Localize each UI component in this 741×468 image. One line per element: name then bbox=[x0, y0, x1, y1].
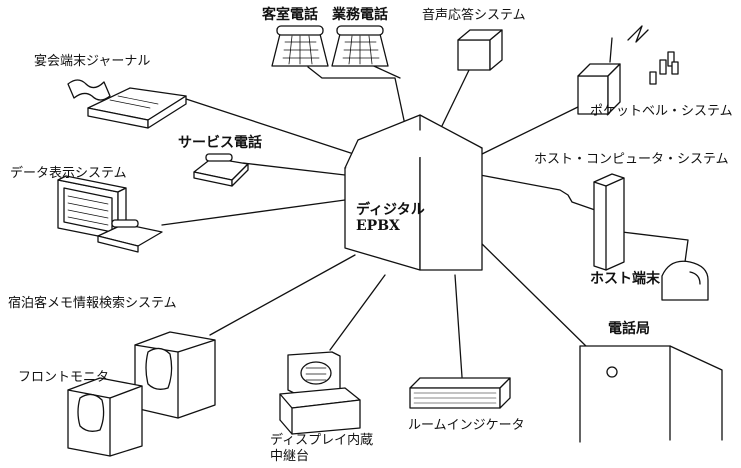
display-relay-label-2: 中継台 bbox=[270, 449, 310, 464]
data-display-icon bbox=[57, 175, 163, 253]
epbx-title-line2: EPBX bbox=[356, 218, 400, 234]
display-relay-label-1: ディスプレイ内蔵 bbox=[270, 433, 374, 448]
banquet-journal-icon bbox=[67, 79, 187, 129]
line-to-service-phone bbox=[242, 162, 346, 176]
voice-response-label: 音声応答システム bbox=[422, 8, 526, 23]
line-to-memo-search bbox=[209, 254, 356, 336]
display-relay-console-icon bbox=[279, 351, 361, 435]
room-indicator-label: ルームインジケータ bbox=[408, 418, 525, 433]
connection-lines bbox=[161, 61, 689, 378]
host-terminal-label: ホスト端末 bbox=[590, 271, 660, 287]
epbx-title: ディジタル EPBX bbox=[356, 202, 425, 234]
business-phone-icon bbox=[331, 25, 389, 67]
epbx-title-line1: ディジタル bbox=[356, 202, 425, 218]
host-terminal-icon bbox=[661, 260, 709, 301]
host-computer-icon bbox=[593, 173, 625, 271]
front-monitor-icon bbox=[67, 377, 143, 457]
phone-office-label: 電話局 bbox=[608, 321, 650, 337]
line-to-phone-office bbox=[477, 239, 591, 351]
line-to-phones bbox=[307, 66, 406, 126]
line-to-pocket-bell bbox=[479, 104, 583, 156]
pocket-bell-label: ポケットベル・システム bbox=[590, 104, 733, 119]
pocket-bell-icon bbox=[577, 25, 679, 115]
business-phone-label: 業務電話 bbox=[332, 7, 388, 23]
memo-search-label: 宿泊客メモ情報検索システム bbox=[8, 296, 177, 311]
line-to-host-terminal bbox=[621, 231, 689, 263]
voice-response-icon bbox=[457, 29, 503, 71]
line-to-room-indicator bbox=[454, 274, 463, 378]
host-computer-label: ホスト・コンピュータ・システム bbox=[534, 152, 729, 167]
line-to-host-computer bbox=[479, 174, 596, 211]
epbx-box bbox=[344, 114, 483, 271]
service-phone-icon bbox=[193, 153, 249, 187]
service-phone-label: サービス電話 bbox=[178, 135, 262, 151]
front-monitor-label: フロントモニタ bbox=[18, 370, 110, 385]
line-to-data-display bbox=[161, 199, 346, 226]
phone-office-icon bbox=[579, 345, 723, 443]
guest-phone-icon bbox=[271, 25, 329, 67]
memo-search-console-icon bbox=[134, 331, 216, 419]
data-display-label: データ表示システム bbox=[10, 166, 127, 181]
guest-phone-label: 客室電話 bbox=[262, 7, 318, 23]
line-to-banquet-journal bbox=[182, 97, 373, 161]
line-to-display-relay bbox=[329, 274, 386, 351]
banquet-journal-label: 宴会端末ジャーナル bbox=[34, 54, 151, 69]
line-to-voice-response bbox=[439, 67, 471, 131]
room-indicator-icon bbox=[409, 377, 511, 409]
